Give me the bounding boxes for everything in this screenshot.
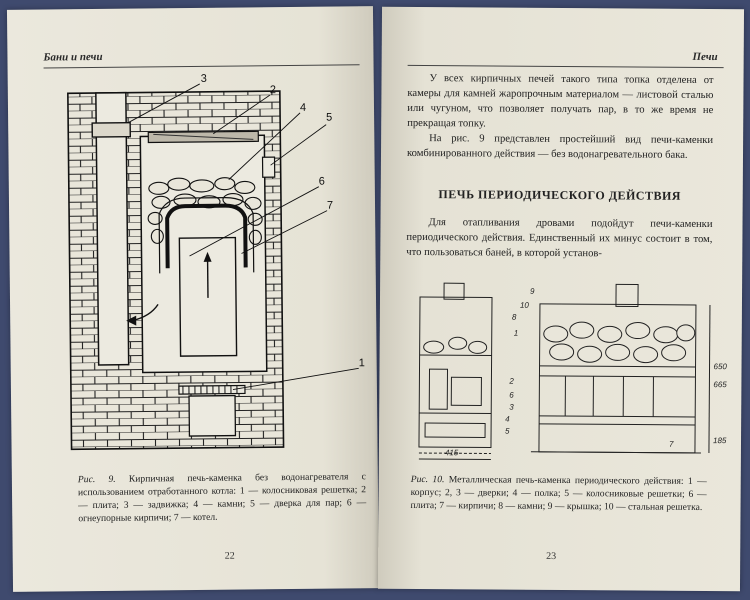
caption-text: Кирпичная печь-каменка без водонагревате… xyxy=(77,471,367,525)
fig10-label-2: 2 xyxy=(508,377,514,386)
front-view-body xyxy=(418,296,493,449)
paragraph-2: На рис. 9 представлен простейший вид печ… xyxy=(406,133,714,161)
fig9-label-4: 4 xyxy=(300,102,306,114)
fig10-label-1: 1 xyxy=(514,329,519,338)
figure-10-caption: Рис. 10. Металлическая печь-каменка пери… xyxy=(411,473,707,514)
header-rule-right xyxy=(407,64,724,69)
fig10-stones xyxy=(423,321,696,364)
ash-pit xyxy=(188,394,237,437)
fig10-label-4: 4 xyxy=(505,415,510,424)
running-head-right: Печи xyxy=(692,50,718,64)
running-head-left: Бани и печи xyxy=(43,50,103,64)
fig9-label-2: 2 xyxy=(270,84,276,96)
fig9-label-6: 6 xyxy=(319,176,325,188)
steam-door xyxy=(261,156,276,178)
figure-9-caption: Рис. 9. Кирпичная печь-каменка без водон… xyxy=(78,470,367,525)
boiler-arch xyxy=(165,203,248,269)
left-page: Бани и печи xyxy=(6,6,380,592)
fig10-label-7: 7 xyxy=(669,440,674,449)
fig10-label-9: 9 xyxy=(530,287,535,296)
page-number-left: 22 xyxy=(224,550,235,562)
stones xyxy=(147,177,263,245)
fig10-label-8: 8 xyxy=(512,313,517,322)
section-heading: ПЕЧЬ ПЕРИОДИЧЕСКОГО ДЕЙСТВИЯ xyxy=(438,187,682,203)
fig10-label-5: 5 xyxy=(505,427,510,436)
dim-650: 650 xyxy=(714,362,728,371)
paragraph-1: У всех кирпичных печей такого типа топка… xyxy=(407,73,714,130)
side-view-body xyxy=(538,303,697,454)
damper xyxy=(91,121,132,138)
caption-lead: Рис. 9. xyxy=(77,473,116,486)
fig9-label-5: 5 xyxy=(326,112,332,124)
fig10-label-10: 10 xyxy=(520,301,530,310)
paragraph-3: Для отапливания дровами подойдут печи-ка… xyxy=(406,217,713,260)
figure-9-drawing: 3 2 4 5 6 7 1 xyxy=(67,73,365,451)
dim-415: 415 xyxy=(445,448,459,457)
chimney-flue xyxy=(95,91,130,366)
fig10-label-3: 3 xyxy=(509,403,514,412)
caption-lead-right: Рис. 10. xyxy=(410,473,445,486)
fig10-label-6: 6 xyxy=(509,391,514,400)
caption-text-right: Металлическая печь-каменка периодическог… xyxy=(410,474,707,513)
dim-665: 665 xyxy=(713,380,727,389)
figure-10-drawing: 9 10 8 1 2 6 3 4 5 7 650 415 665 185 xyxy=(418,282,728,461)
fig9-label-7: 7 xyxy=(327,200,333,212)
fig9-label-3: 3 xyxy=(201,73,207,85)
right-page: Печи У всех кирпичных печей такого типа … xyxy=(377,6,745,592)
fig9-label-1: 1 xyxy=(359,357,365,369)
dim-185: 185 xyxy=(713,436,727,445)
page-number-right: 23 xyxy=(546,550,557,562)
